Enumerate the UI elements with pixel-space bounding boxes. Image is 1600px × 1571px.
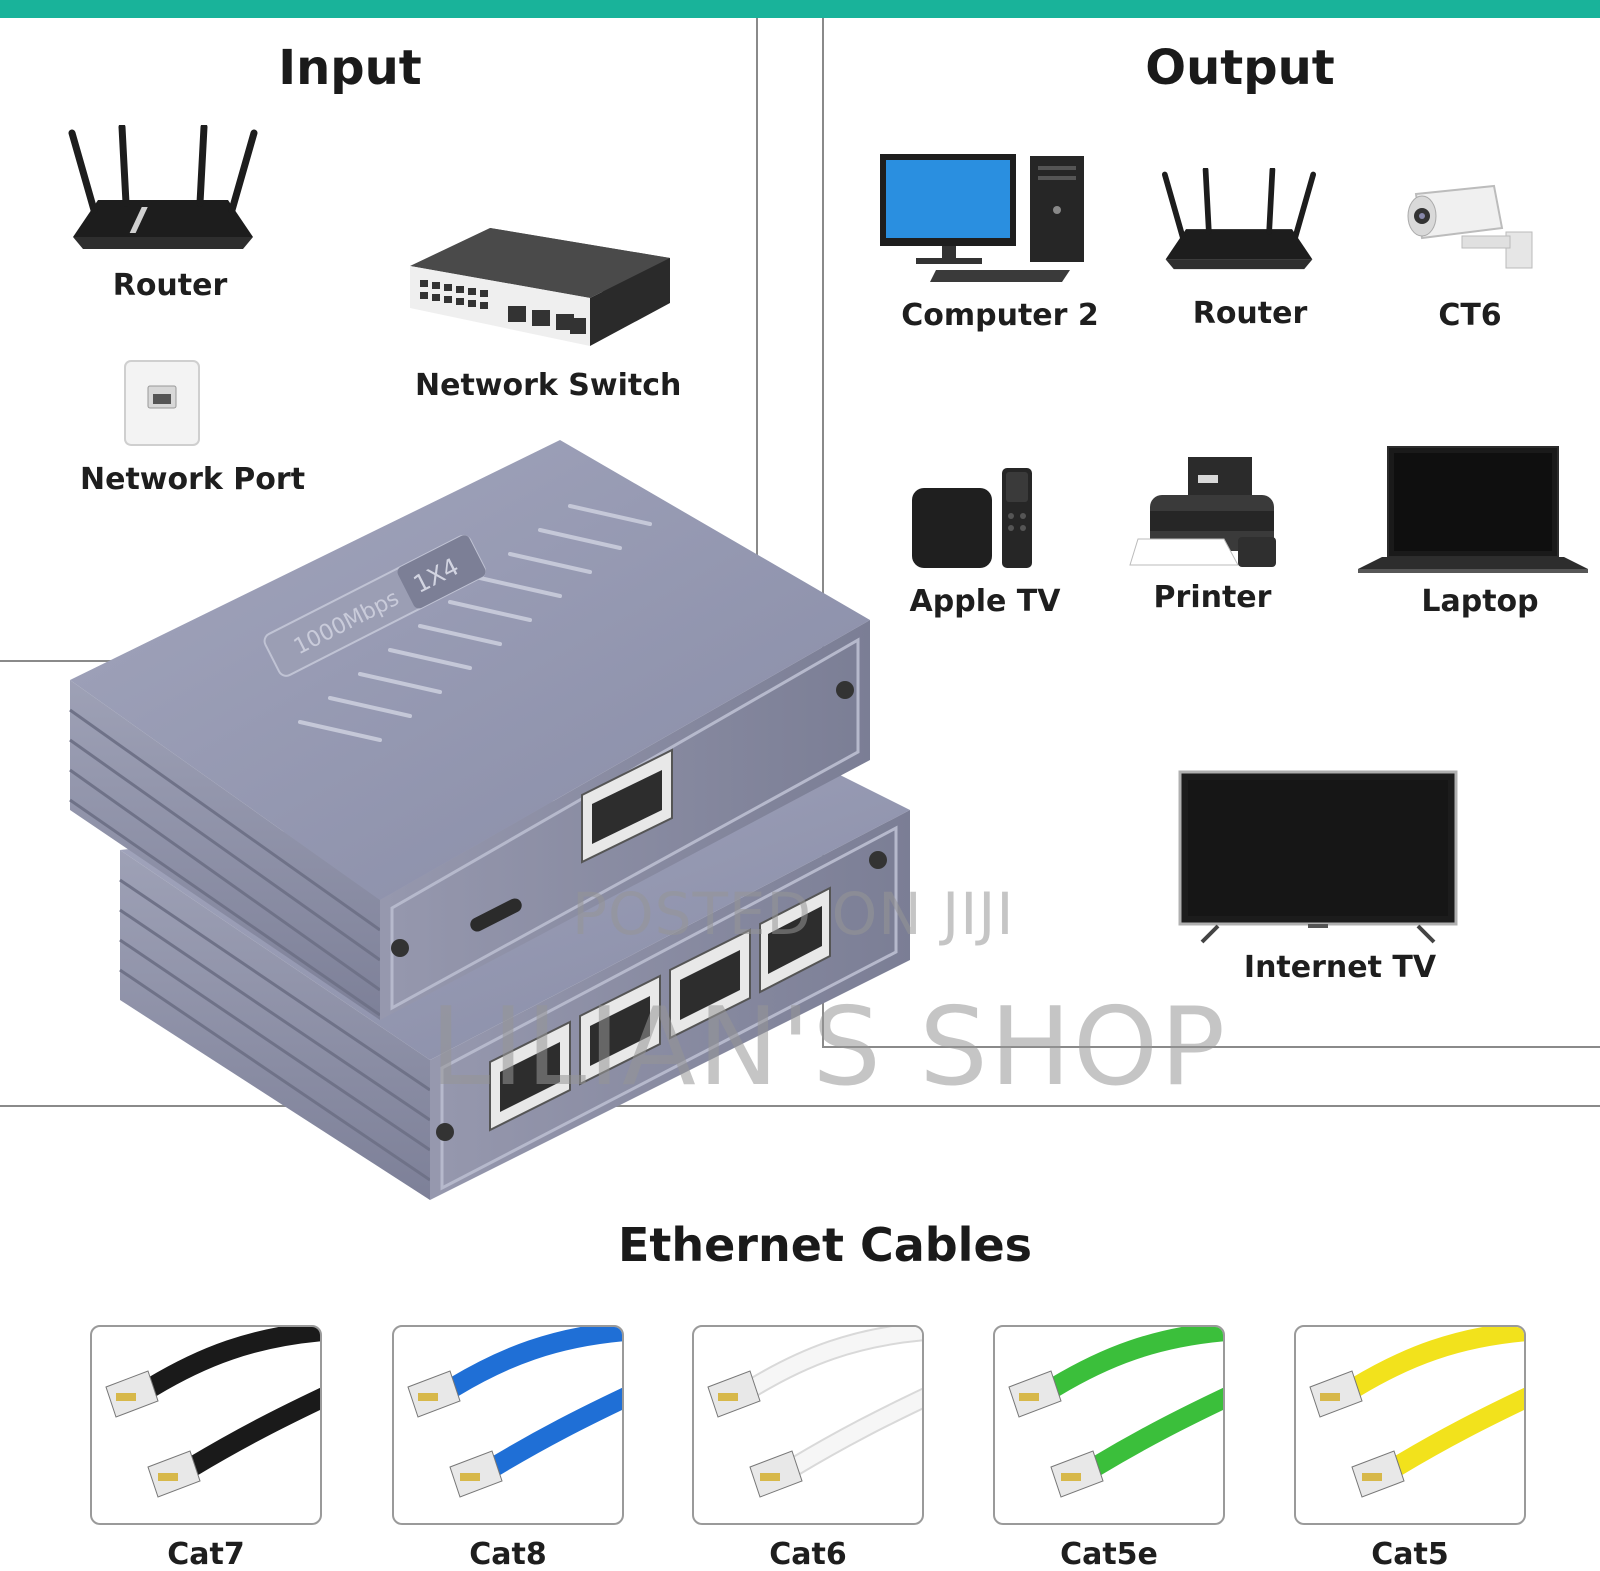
cable-card-cat7 [90,1325,322,1525]
ethernet-splitter-device: 1000Mbps 1X4 [69,440,910,1200]
cable-card-cat6 [692,1325,924,1525]
ct6-label: CT6 [1438,298,1502,333]
cable-label-cat8: Cat8 [469,1537,547,1571]
network-switch-label: Network Switch [415,368,682,403]
laptop-icon [1358,446,1588,573]
ethernet-cable-icon [707,1327,922,1498]
ethernet-cables-heading: Ethernet Cables [617,1218,1033,1272]
cable-label-cat7: Cat7 [167,1537,245,1571]
cable-card-cat5 [1294,1325,1526,1525]
input-panel-border [756,18,758,663]
apple-tv-label: Apple TV [909,584,1061,619]
output-panel-border-bottom [822,1046,1600,1048]
network-switch-icon [410,228,670,346]
cable-label-cat5e: Cat5e [1060,1537,1158,1571]
input-heading: Input [278,40,422,96]
internet-tv-label: Internet TV [1243,950,1437,985]
computer-2-label: Computer 2 [901,298,1099,333]
cable-label-cat5: Cat5 [1371,1537,1449,1571]
ethernet-cable-icon [1008,1327,1223,1498]
top-accent-bar [0,0,1600,18]
ethernet-cable-icon [407,1327,622,1498]
cable-label-cat6: Cat6 [769,1537,847,1571]
television-icon [1178,770,1458,944]
laptop-label: Laptop [1421,584,1539,619]
network-port-icon [124,360,200,446]
output-router-label: Router [1192,296,1308,331]
apple-tv-icon [912,468,1032,568]
cable-card-cat5e [993,1325,1225,1525]
security-camera-icon [1407,184,1533,269]
router-icon [1161,168,1317,270]
section-divider [0,1105,1600,1107]
network-port-label: Network Port [80,462,306,497]
desktop-computer-icon [880,154,1084,282]
input-router-label: Router [112,268,228,303]
output-heading: Output [1145,40,1335,96]
router-icon [68,125,258,249]
ethernet-cable-icon [1309,1327,1524,1498]
cable-card-cat8 [392,1325,624,1525]
ethernet-cable-icon [105,1327,320,1498]
output-panel-border [822,18,824,1048]
printer-label: Printer [1153,580,1272,615]
printer-icon [1129,457,1276,567]
